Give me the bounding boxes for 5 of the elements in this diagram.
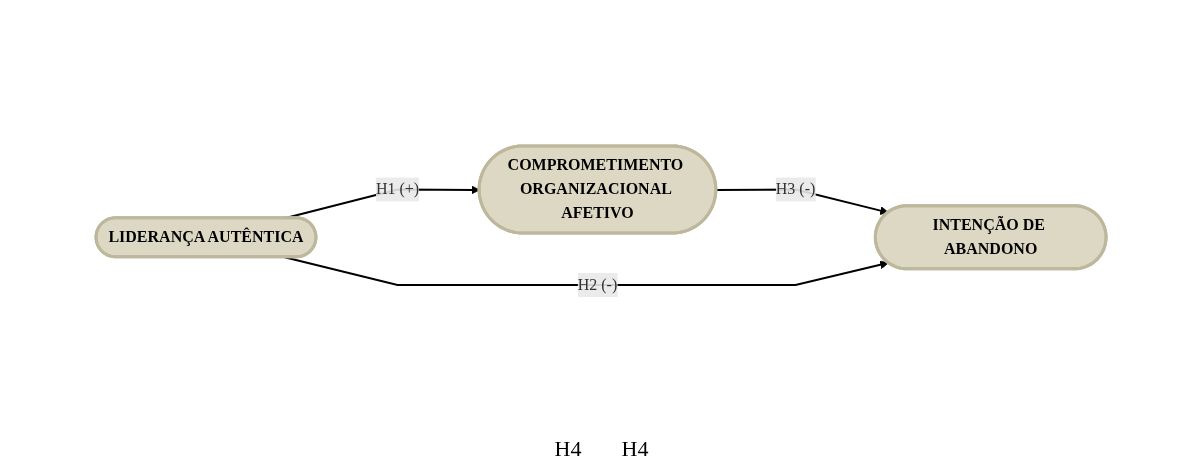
hypothesis-label: H4	[621, 436, 649, 462]
edge-label: H2 (-)	[578, 275, 618, 293]
hypothesis-label: H4	[554, 436, 582, 462]
edge-label: H3 (-)	[776, 180, 816, 197]
edge-label: H1 (+)	[376, 180, 420, 197]
